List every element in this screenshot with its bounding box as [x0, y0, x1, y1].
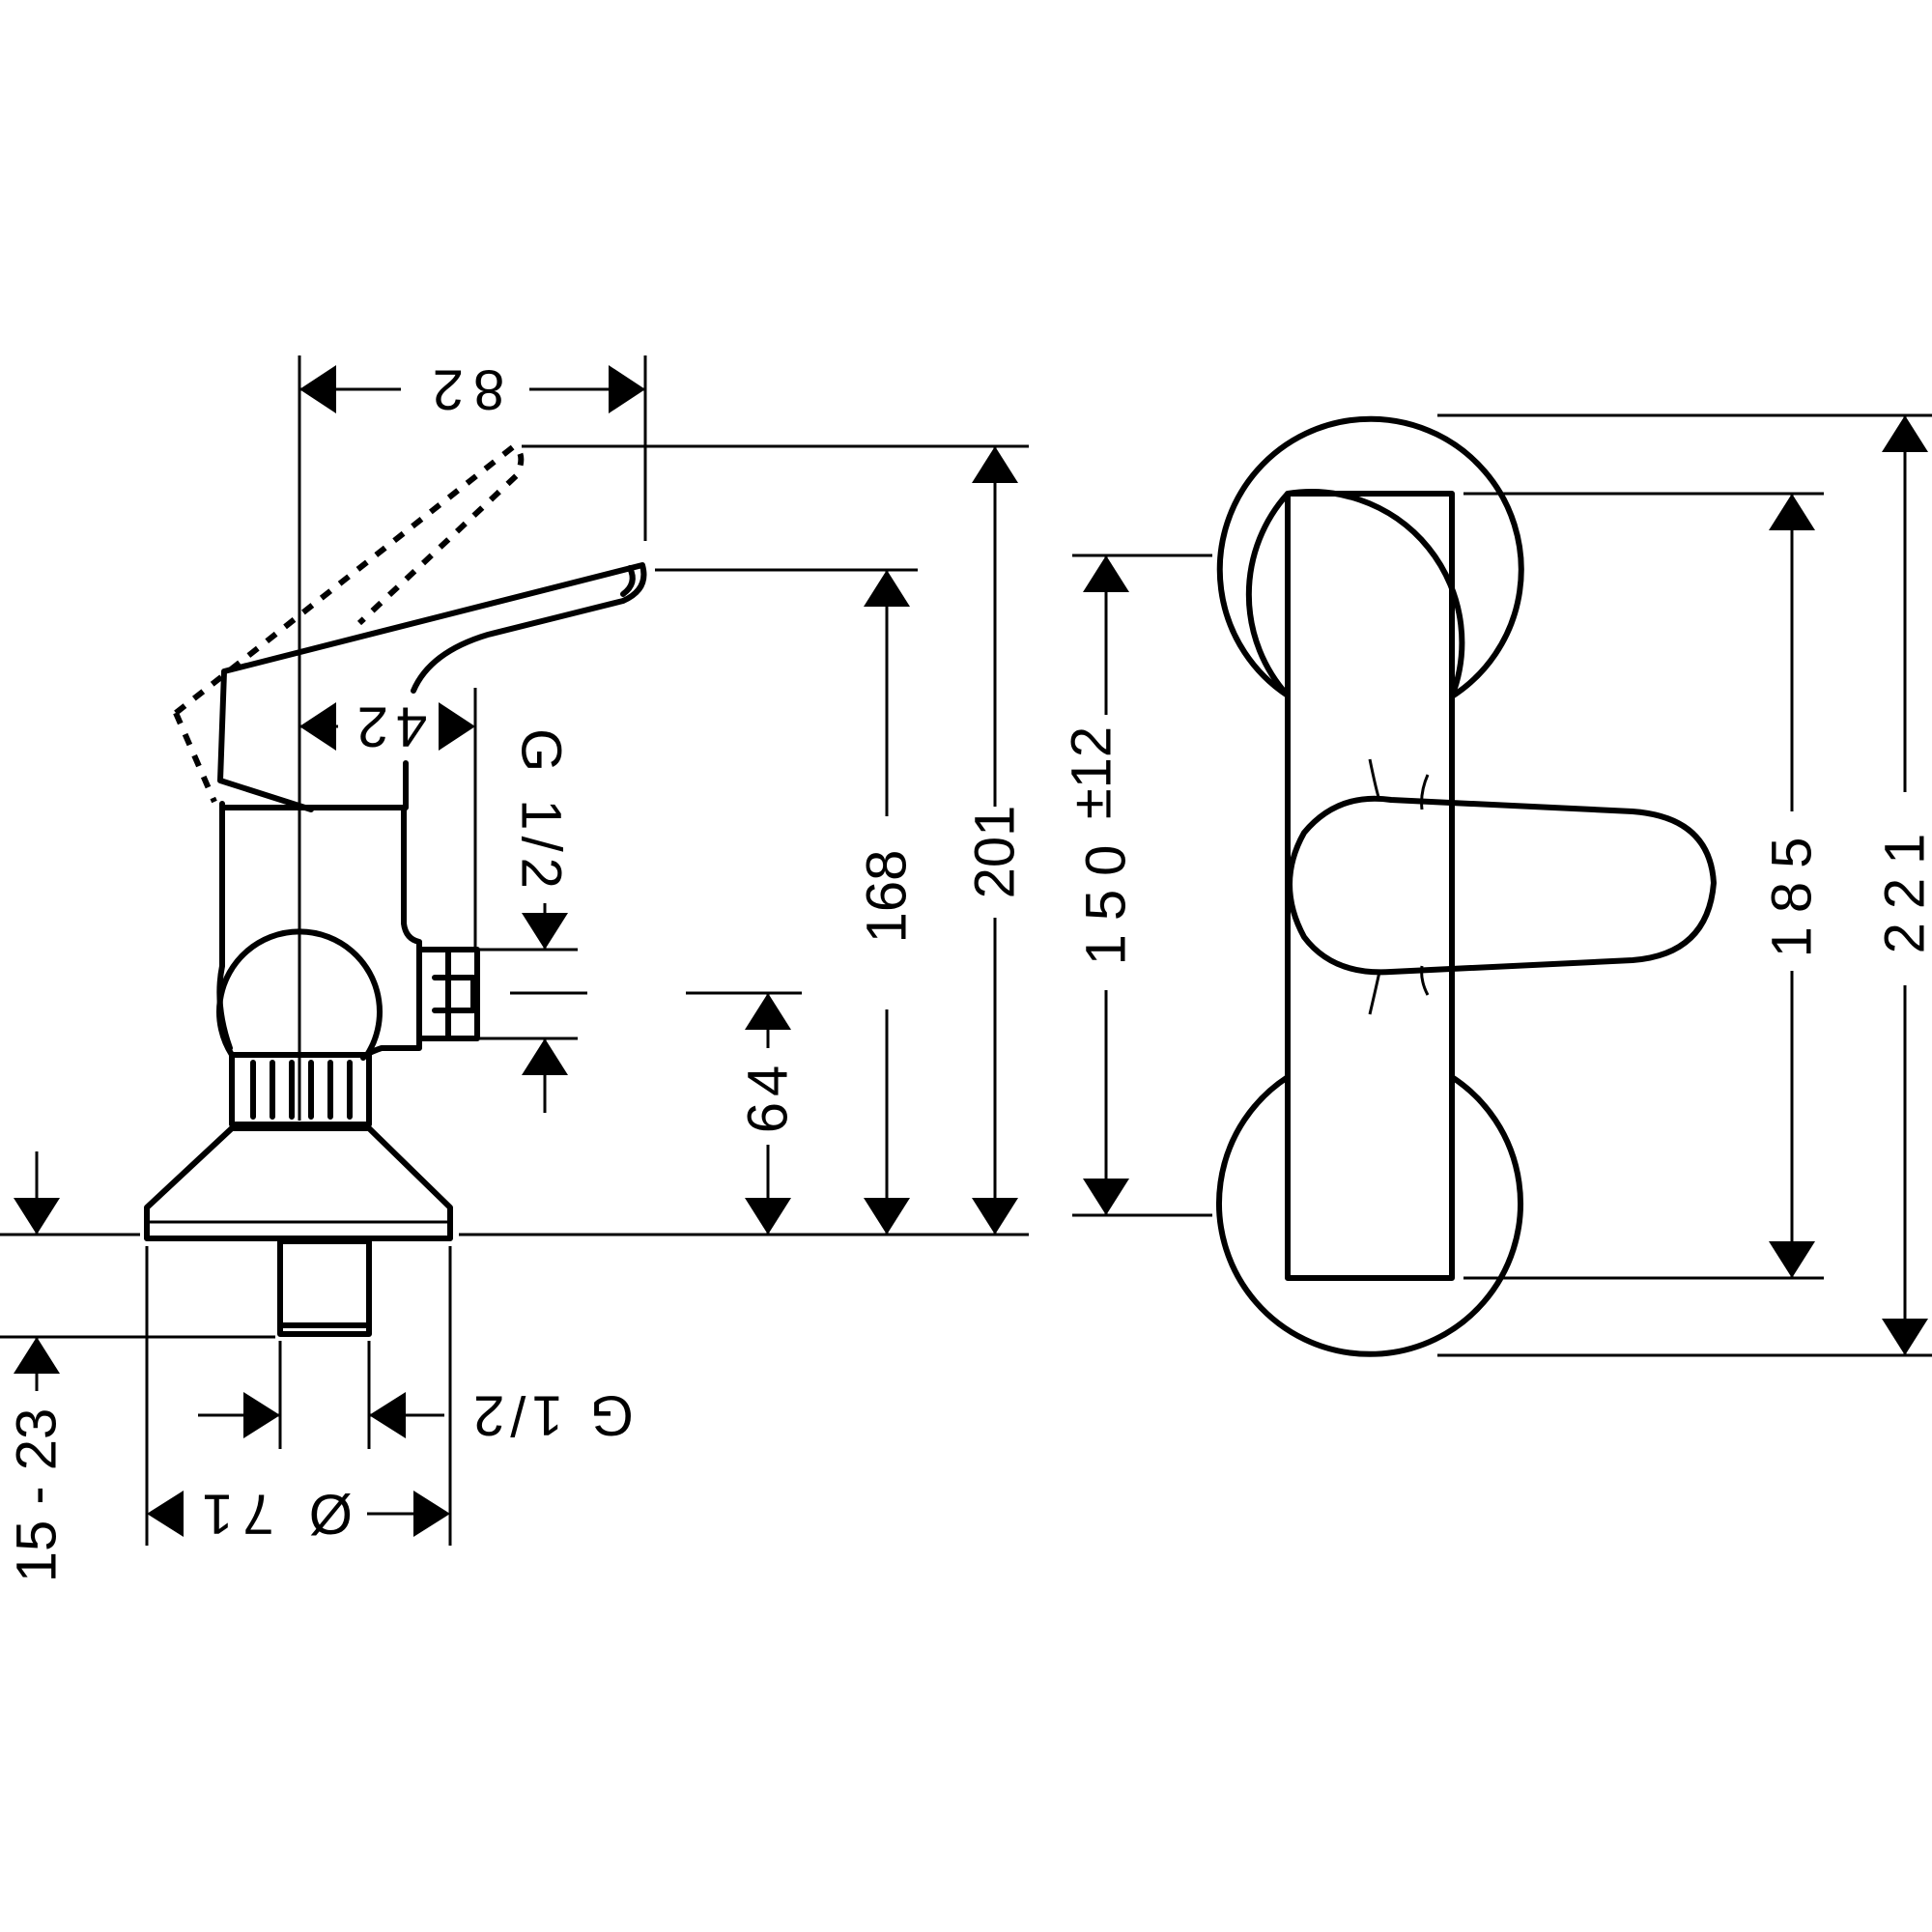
handle-sweep — [1368, 758, 1430, 1015]
arrow — [522, 1038, 568, 1075]
lever — [217, 562, 647, 812]
dim-label-g12-side: G 1/2 — [510, 728, 573, 895]
arrow — [439, 702, 475, 751]
arrow — [299, 365, 336, 413]
dim-label-64: 64 — [737, 1060, 800, 1134]
wall-nipple — [277, 1238, 372, 1337]
dim-label-82: 82 — [423, 358, 505, 421]
valve-body — [1285, 491, 1455, 1281]
lever-tip — [620, 565, 636, 597]
arrow — [609, 365, 645, 413]
arrow — [1083, 555, 1129, 592]
arrow — [745, 1198, 791, 1235]
front-view: 150 ±12 185 221 — [1061, 413, 1932, 1357]
arrow — [299, 702, 336, 751]
arrow — [1882, 1319, 1928, 1355]
dim-label-71: Ø 71 — [192, 1483, 353, 1546]
top-rosette — [1245, 489, 1465, 699]
side-outlet-notch — [432, 975, 476, 1013]
handle — [1287, 795, 1717, 976]
dim-label-150: 150 — [1075, 832, 1138, 966]
arrow — [1083, 1179, 1129, 1215]
dim-label-15-23: 15 - 23 — [6, 1408, 69, 1583]
arrow — [864, 570, 910, 607]
arrow — [1769, 494, 1815, 530]
hex-nut — [229, 1052, 372, 1127]
arrow — [1769, 1241, 1815, 1278]
arrow — [864, 1198, 910, 1235]
arrow — [14, 1198, 60, 1235]
side-view: 82 42 G 1/2 168 201 64 15 — [0, 355, 1029, 1582]
dim-label-168: 168 — [856, 850, 919, 944]
arrow — [522, 913, 568, 950]
arrow — [369, 1392, 406, 1438]
dim-label-185: 185 — [1761, 824, 1824, 958]
arrow — [243, 1392, 280, 1438]
arrow — [413, 1491, 450, 1537]
ball-joint — [216, 928, 383, 1058]
dim-label-g12-bottom: G 1/2 — [468, 1384, 634, 1447]
top-rosette-body — [1216, 415, 1524, 699]
arrow — [972, 1198, 1018, 1235]
hex-nut-facets — [250, 1060, 353, 1120]
arrow — [745, 993, 791, 1030]
lever-raised-position — [173, 442, 525, 804]
dim-label-221: 221 — [1874, 820, 1932, 954]
arrow — [972, 446, 1018, 483]
arrow — [1882, 415, 1928, 452]
bottom-rosette — [1216, 1074, 1523, 1357]
arrow — [147, 1491, 184, 1537]
wall-rosette — [144, 1125, 453, 1241]
dim-label-42: 42 — [350, 696, 428, 758]
arrow — [14, 1337, 60, 1374]
body-outline — [216, 801, 422, 1061]
dim-label-150-tolerance: ±12 — [1061, 726, 1123, 819]
dim-label-201: 201 — [964, 806, 1027, 899]
